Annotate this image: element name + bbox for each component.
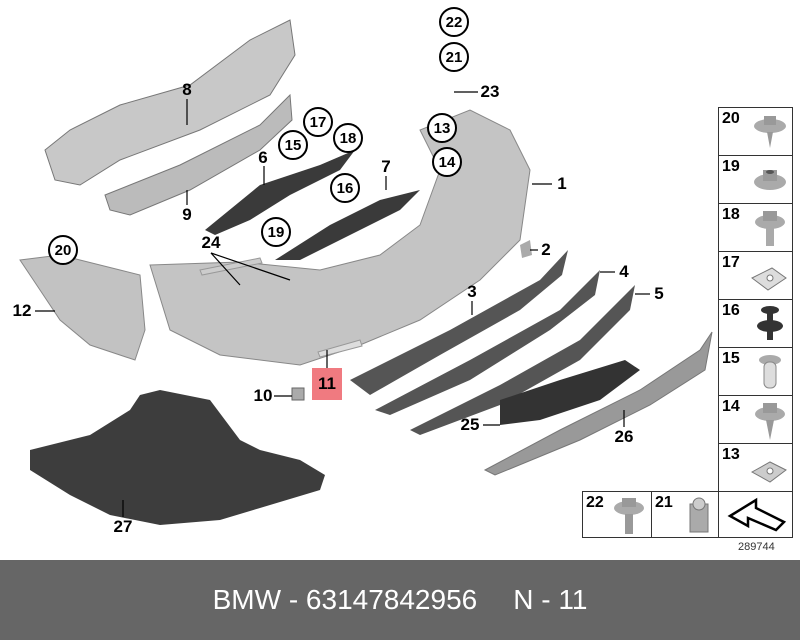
callout-9: 9 (182, 205, 192, 224)
legend-cell-14: 14 (718, 395, 793, 444)
legend-cell-20: 20 (718, 107, 793, 156)
callout-5: 5 (654, 284, 664, 303)
diagram-position: N - 11 (513, 584, 588, 615)
callout-3: 3 (467, 282, 477, 301)
underbody-panel (30, 390, 325, 525)
legend-cell-21: 21 (651, 491, 719, 538)
legend-number: 17 (722, 254, 740, 271)
circled-callout-14: 14 (432, 147, 462, 177)
callout-10: 10 (253, 386, 273, 405)
circled-callout-18: 18 (333, 123, 363, 153)
circled-callout-19: 19 (261, 217, 291, 247)
spring-nut-icon (750, 461, 787, 483)
sheet-metal-screw-icon (755, 403, 785, 440)
circled-callout-17: 17 (303, 107, 333, 137)
side-bracket (19, 254, 146, 361)
diagram-reference-number: 289744 (738, 541, 775, 553)
part-info-footer: BMW - 63147842956 N - 11 (0, 560, 800, 640)
legend-number: 14 (722, 398, 740, 415)
bumper-cover (149, 109, 531, 366)
circled-callout-15: 15 (278, 130, 308, 160)
legend-number: 18 (722, 206, 740, 223)
collar-screw-icon (614, 498, 644, 534)
bracket-7 (275, 190, 420, 260)
legend-number: 20 (722, 110, 740, 127)
callout-23: 23 (480, 82, 500, 101)
legend-cell-19: 19 (718, 155, 793, 204)
clip-nut-icon (751, 267, 787, 291)
callout-7: 7 (381, 157, 391, 176)
legend-number: 16 (722, 302, 740, 319)
trim-11 (317, 339, 363, 358)
circled-callout-20: 20 (48, 235, 78, 265)
nut-icon (754, 170, 786, 190)
parts-diagram: 8 9 6 7 1 2 3 4 5 23 24 12 10 25 26 27 1… (12, 7, 793, 553)
legend-cell-16: 16 (718, 299, 793, 348)
diffuser-26 (483, 331, 713, 476)
screw-icon (754, 116, 786, 148)
callout-2: 2 (541, 240, 551, 259)
callout-12: 12 (12, 301, 32, 320)
bolt-icon (755, 211, 785, 246)
absorber-part (104, 93, 293, 216)
bracket-6 (205, 150, 355, 235)
highlighted-callout-11[interactable]: 11 (312, 368, 342, 400)
reflector-24 (199, 257, 263, 276)
legend-cell-17: 17 (718, 251, 793, 300)
circled-callout-16: 16 (330, 173, 360, 203)
callout-4: 4 (619, 262, 629, 281)
legend-cell-13: 13 (718, 443, 793, 492)
legend-number: 19 (722, 158, 740, 175)
legend-cell-15: 15 (718, 347, 793, 396)
trim-strip-3 (350, 250, 568, 395)
callout-6: 6 (258, 148, 268, 167)
circled-callout-13: 13 (427, 113, 457, 143)
expansion-rivet-icon (757, 306, 783, 340)
clip-10 (291, 387, 305, 401)
callout-27: 27 (113, 517, 133, 536)
brand-part-number: BMW - 63147842956 (212, 584, 478, 615)
legend-number: 21 (655, 494, 673, 511)
direction-arrow-icon (727, 497, 787, 532)
callout-25: 25 (460, 415, 480, 434)
legend-cell-arrow (718, 491, 793, 538)
clip-icon (689, 497, 709, 533)
legend-cell-22: 22 (582, 491, 652, 538)
parts-drawing (19, 19, 713, 525)
circled-callout-22: 22 (439, 7, 469, 37)
clip-2 (520, 240, 532, 258)
carrier-part (44, 19, 296, 186)
circled-callout-21: 21 (439, 42, 469, 72)
plastic-nut-icon (759, 355, 781, 389)
callout-26: 26 (614, 427, 634, 446)
legend-number: 15 (722, 350, 740, 367)
legend-cell-18: 18 (718, 203, 793, 252)
legend-number: 22 (586, 494, 604, 511)
callout-8: 8 (182, 80, 192, 99)
bracket-25 (500, 360, 640, 425)
legend-number: 13 (722, 446, 740, 463)
callout-1: 1 (557, 174, 567, 193)
trim-strip-4 (375, 270, 600, 415)
callout-24: 24 (201, 233, 221, 252)
trim-strip-5 (410, 285, 635, 435)
